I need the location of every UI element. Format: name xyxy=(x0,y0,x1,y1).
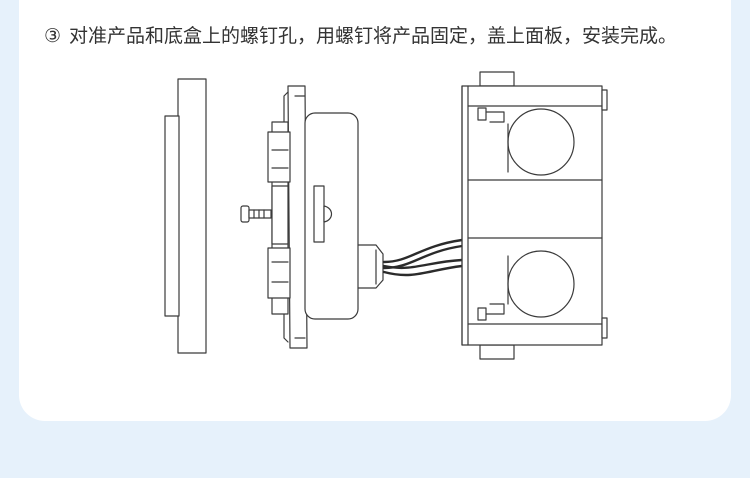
switch-module xyxy=(267,85,384,349)
instruction-caption: ③ 对准产品和底盒上的螺钉孔，用螺钉将产品固定，盖上面板，安装完成。 xyxy=(44,21,744,51)
wires xyxy=(382,238,464,277)
wall-box xyxy=(461,71,608,360)
step-number: ③ xyxy=(44,25,62,47)
instruction-text: 对准产品和底盒上的螺钉孔，用螺钉将产品固定，盖上面板，安装完成。 xyxy=(69,25,678,47)
cover-panel xyxy=(164,78,207,354)
screw xyxy=(240,205,333,223)
content-card xyxy=(19,0,731,421)
